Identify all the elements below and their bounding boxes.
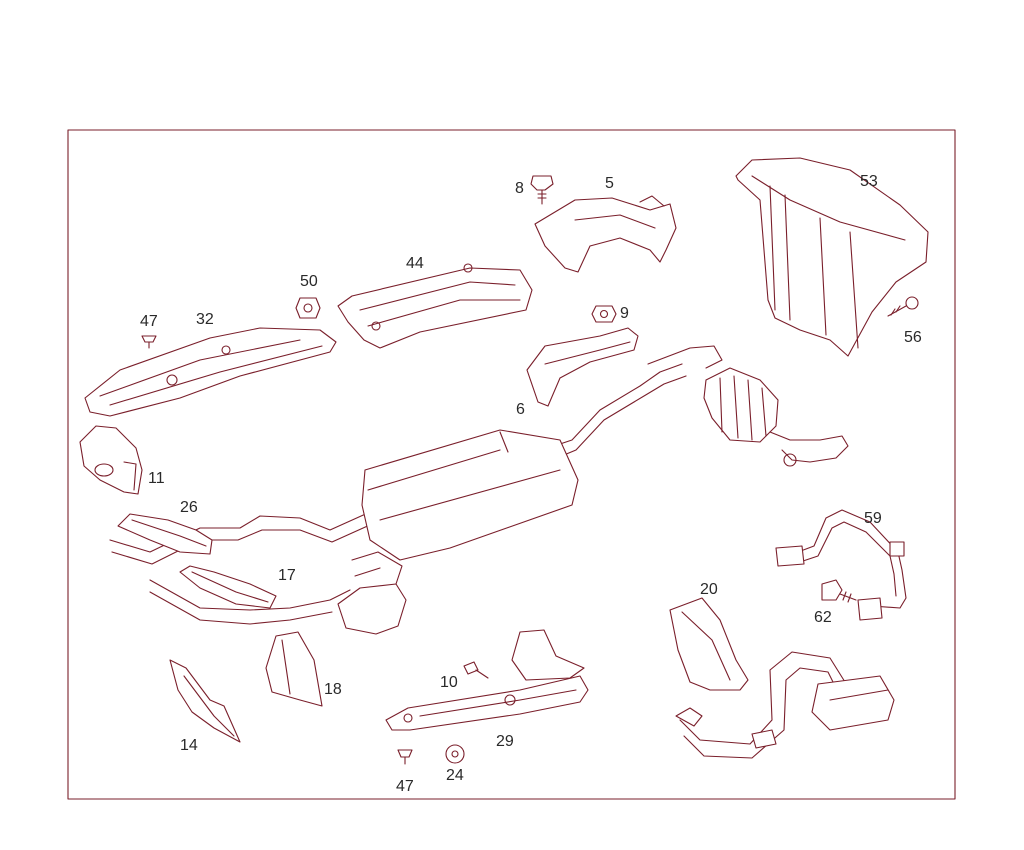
- callout-26: 26: [180, 499, 198, 516]
- part-44-underbody-panel[interactable]: [337, 263, 533, 349]
- part-24-washer[interactable]: [445, 744, 465, 764]
- callout-17: 17: [278, 567, 296, 584]
- callout-18: 18: [324, 681, 342, 698]
- callout-44: 44: [406, 255, 424, 272]
- callout-56: 56: [904, 329, 922, 346]
- callout-10: 10: [440, 674, 458, 691]
- diagram-frame: [67, 129, 956, 800]
- callout-24: 24: [446, 767, 464, 784]
- part-59-hanger-bracket[interactable]: [775, 509, 907, 621]
- rear-muffler[interactable]: [647, 345, 849, 467]
- part-6-bracket[interactable]: [526, 327, 639, 407]
- callout-9: 9: [620, 305, 629, 322]
- part-11-heat-shield[interactable]: [79, 425, 143, 495]
- callout-59: 59: [864, 510, 882, 527]
- callout-50: 50: [300, 273, 318, 290]
- part-5-bracket[interactable]: [534, 195, 677, 273]
- part-17-heat-shield[interactable]: [179, 565, 277, 609]
- exhaust-rear-pipe-lower[interactable]: [675, 651, 895, 759]
- part-29-underbody-panel[interactable]: [385, 629, 589, 731]
- part-26-heat-shield[interactable]: [117, 513, 213, 555]
- callout-5: 5: [605, 175, 614, 192]
- part-53-heat-shield[interactable]: [735, 157, 929, 357]
- callout-14: 14: [180, 737, 198, 754]
- callout-53: 53: [860, 173, 878, 190]
- callout-47-top: 47: [140, 313, 158, 330]
- part-9-nut[interactable]: [591, 305, 617, 323]
- part-47-clip-bottom[interactable]: [397, 749, 413, 765]
- callout-47-bottom: 47: [396, 778, 414, 795]
- callout-32: 32: [196, 311, 214, 328]
- callout-11: 11: [148, 470, 165, 487]
- part-56-screw[interactable]: [887, 296, 919, 317]
- part-50-nut[interactable]: [295, 297, 321, 319]
- part-47-clip[interactable]: [141, 335, 157, 349]
- part-32-underbody-panel[interactable]: [84, 327, 337, 417]
- callout-62: 62: [814, 609, 832, 626]
- part-20-heat-shield[interactable]: [669, 597, 749, 691]
- callout-8: 8: [515, 180, 524, 197]
- callout-29: 29: [496, 733, 514, 750]
- exhaust-system-main[interactable]: [109, 363, 687, 635]
- part-14-heat-shield[interactable]: [169, 659, 241, 743]
- part-62-bolt[interactable]: [821, 579, 857, 603]
- part-8-bolt[interactable]: [530, 175, 554, 205]
- callout-20: 20: [700, 581, 718, 598]
- callout-6: 6: [516, 401, 525, 418]
- part-18-heat-shield[interactable]: [265, 631, 323, 707]
- part-10-pin[interactable]: [463, 661, 489, 679]
